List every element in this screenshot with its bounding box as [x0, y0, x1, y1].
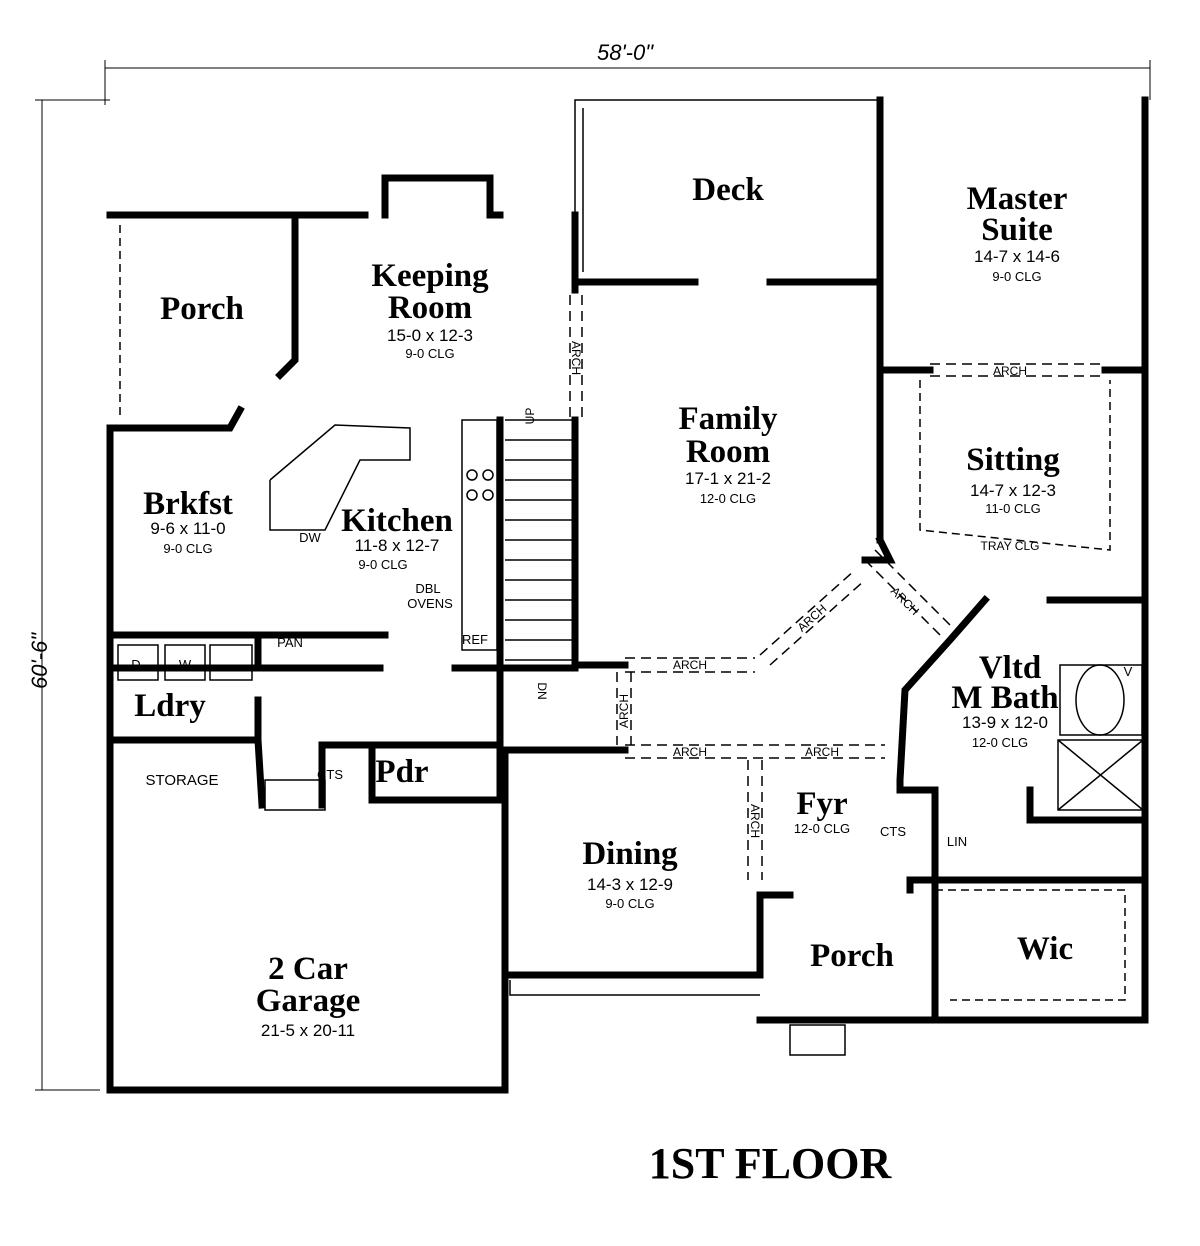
master-suite-size: 14-7 x 14-6: [974, 247, 1060, 266]
kitchen-label: Kitchen: [341, 503, 453, 539]
breakfast-ceiling: 9-0 CLG: [163, 541, 213, 556]
thin-lines: [117, 99, 1144, 1056]
sitting-label: Sitting: [966, 442, 1060, 478]
family-room-ceiling: 12-0 CLG: [699, 491, 757, 506]
kitchen-size: 11-8 x 12-7: [354, 536, 440, 555]
closet-label-1: CTS: [317, 767, 343, 782]
dimension-lines: [35, 60, 1151, 1091]
sitting-ceiling: 11-0 CLG: [985, 501, 1041, 516]
double-ovens-label: DBL: [415, 581, 441, 596]
master-bath-ceiling: 12-0 CLG: [971, 735, 1029, 750]
arch-label: ARCH: [748, 803, 762, 839]
front-porch-label: Porch: [810, 938, 894, 974]
master-suite-ceiling: 9-0 CLG: [992, 269, 1042, 284]
double-ovens-label-2: OVENS: [407, 596, 453, 611]
tub-label: V: [1123, 664, 1133, 679]
arch-openings: [569, 295, 1105, 880]
kitchen-ceiling: 9-0 CLG: [358, 557, 408, 572]
stairs-up-label: UP: [523, 407, 537, 425]
closet-label-2: CTS: [880, 824, 906, 839]
master-bath-label: Vltd: [978, 650, 1042, 686]
dryer-label: D: [131, 657, 141, 672]
deck-label: Deck: [692, 172, 764, 208]
refrigerator-label: REF: [462, 632, 488, 647]
master-suite-label: Master: [966, 181, 1068, 217]
garage-label-2: Garage: [255, 983, 361, 1019]
arch-label: ARCH: [617, 693, 631, 729]
overall-depth-dimension: 60'-6": [27, 632, 52, 690]
washer-label: W: [178, 657, 192, 672]
arch-label: ARCH: [569, 340, 583, 376]
keeping-room-ceiling: 9-0 CLG: [405, 346, 455, 361]
master-bath-label-2: M Bath: [951, 680, 1059, 716]
breakfast-label: Brkfst: [143, 486, 233, 522]
foyer-ceiling: 12-0 CLG: [793, 821, 851, 836]
keeping-room-size: 15-0 x 12-3: [387, 326, 473, 345]
garage-label: 2 Car: [268, 951, 348, 987]
dining-size: 14-3 x 12-9: [587, 875, 673, 894]
pantry-label: PAN: [277, 635, 303, 650]
rear-porch-label: Porch: [160, 291, 244, 327]
walk-in-closet-label: Wic: [1016, 931, 1074, 967]
powder-room-label: Pdr: [375, 754, 429, 790]
family-room-label: Family: [678, 401, 778, 437]
family-room-size: 17-1 x 21-2: [685, 469, 771, 488]
stairs-down-label: DN: [535, 682, 549, 700]
dishwasher-label: DW: [299, 530, 321, 545]
tray-ceiling-note: TRAY CLG: [980, 539, 1040, 553]
garage-size: 21-5 x 20-11: [260, 1021, 356, 1040]
overall-width-dimension: 58'-0": [596, 40, 654, 65]
arch-label: ARCH: [804, 745, 840, 759]
breakfast-size: 9-6 x 11-0: [150, 519, 226, 538]
keeping-room-label: Keeping: [371, 258, 489, 294]
keeping-room-label-2: Room: [387, 290, 473, 326]
arch-label: ARCH: [672, 745, 708, 759]
dining-ceiling: 9-0 CLG: [605, 896, 655, 911]
walls: [106, 96, 1149, 1094]
storage-label: STORAGE: [145, 772, 219, 789]
arch-label: ARCH: [992, 364, 1028, 378]
floor-title: 1ST FLOOR: [648, 1139, 892, 1188]
master-suite-label-2: Suite: [981, 212, 1053, 248]
foyer-label: Fyr: [796, 786, 848, 822]
dining-label: Dining: [582, 836, 678, 872]
sitting-size: 14-7 x 12-3: [970, 481, 1056, 500]
family-room-label-2: Room: [685, 434, 771, 470]
laundry-label: Ldry: [134, 688, 206, 724]
linen-label: LIN: [946, 834, 968, 849]
arch-label: ARCH: [672, 658, 708, 672]
master-bath-size: 13-9 x 12-0: [962, 713, 1048, 732]
